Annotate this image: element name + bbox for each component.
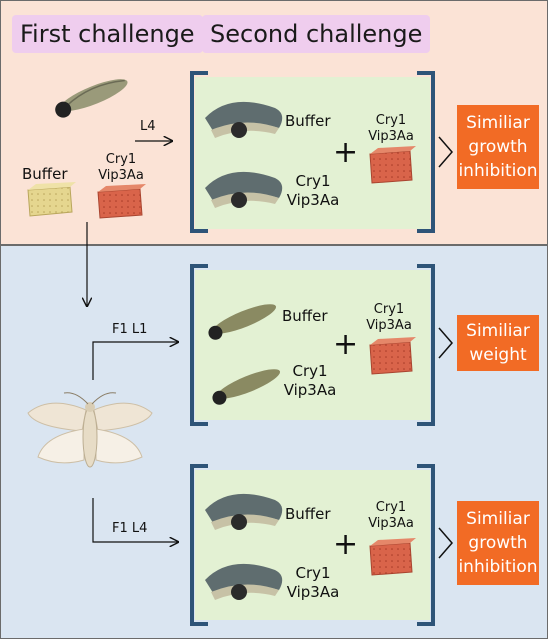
arrow-label-l4: L4: [140, 119, 156, 134]
result-connectors: [438, 136, 453, 559]
bottom-box-buffer-label: Buffer: [285, 505, 331, 523]
result-box-middle: Similiar weight: [457, 315, 539, 371]
larva-l4-bottom-toxin: [205, 563, 283, 600]
result-bottom-line1: Similiar: [466, 509, 530, 529]
top-diet-toxin-label: Cry1 Vip3Aa: [368, 113, 414, 145]
second-challenge-header: Second challenge: [202, 15, 431, 53]
buffer-diet-first: [27, 182, 76, 217]
arrow-f1-l4: [92, 498, 178, 542]
middle-box-toxin-line1: Cry1: [292, 362, 328, 380]
larva-l4-top-toxin: [205, 171, 283, 208]
larva-l4-top-buffer: [205, 101, 283, 138]
top-diet-toxin-line2: Vip3Aa: [368, 129, 414, 144]
larva-l1-middle-buffer: [208, 304, 277, 340]
result-bottom-line3: inhibition: [458, 557, 538, 577]
larva-l1-first-challenge: [55, 79, 128, 118]
result-top-line3: inhibition: [458, 161, 538, 181]
top-box-toxin-line1: Cry1: [295, 172, 331, 190]
bottom-diet-toxin-line2: Vip3Aa: [368, 516, 414, 531]
result-middle-line2: weight: [469, 345, 527, 365]
arrow-label-f1-l1: F1 L1: [112, 322, 148, 337]
middle-diet-toxin-line2: Vip3Aa: [366, 318, 412, 333]
toxin-label-first-line2: Vip3Aa: [98, 168, 144, 183]
buffer-label-first: Buffer: [22, 165, 68, 183]
bottom-box-toxin-line1: Cry1: [295, 564, 331, 582]
middle-diet-toxin-line1: Cry1: [373, 302, 405, 317]
plus-middle: +: [333, 327, 359, 362]
toxin-diet-first: [97, 184, 146, 219]
arrow-f1-l1: [92, 342, 178, 380]
top-diet-toxin-line1: Cry1: [375, 113, 407, 128]
top-box-toxin-label: Cry1 Vip3Aa: [285, 172, 341, 210]
result-box-top: Similiar growth inhibition: [457, 105, 539, 189]
toxin-label-first: Cry1 Vip3Aa: [98, 152, 144, 184]
brackets: [190, 71, 435, 626]
plus-top: +: [333, 135, 359, 170]
toxin-diet-top: [369, 146, 416, 184]
result-box-bottom: Similiar growth inhibition: [457, 501, 539, 585]
moth: [27, 392, 153, 468]
first-challenge-header: First challenge: [12, 15, 203, 53]
bottom-diet-toxin-label: Cry1 Vip3Aa: [368, 500, 414, 532]
larva-l1-middle-toxin: [212, 369, 281, 405]
toxin-diet-bottom: [369, 538, 416, 576]
bottom-diet-toxin-line1: Cry1: [375, 500, 407, 515]
top-box-toxin-line2: Vip3Aa: [286, 191, 340, 209]
middle-box-buffer-label: Buffer: [282, 307, 328, 325]
top-box-buffer-label: Buffer: [285, 112, 331, 130]
result-middle-line1: Similiar: [466, 321, 530, 341]
bottom-box-toxin-line2: Vip3Aa: [286, 583, 340, 601]
arrow-label-f1-l4: F1 L4: [112, 521, 148, 536]
result-top-line1: Similiar: [466, 113, 530, 133]
result-top-line2: growth: [468, 137, 528, 157]
toxin-diet-middle: [369, 337, 416, 375]
toxin-label-first-line1: Cry1: [105, 152, 137, 167]
result-bottom-line2: growth: [468, 533, 528, 553]
middle-box-toxin-label: Cry1 Vip3Aa: [282, 362, 338, 400]
middle-box-toxin-line2: Vip3Aa: [283, 381, 337, 399]
middle-diet-toxin-label: Cry1 Vip3Aa: [366, 302, 412, 334]
larva-l4-bottom-buffer: [205, 493, 283, 530]
bottom-box-toxin-label: Cry1 Vip3Aa: [285, 564, 341, 602]
plus-bottom: +: [333, 527, 359, 562]
